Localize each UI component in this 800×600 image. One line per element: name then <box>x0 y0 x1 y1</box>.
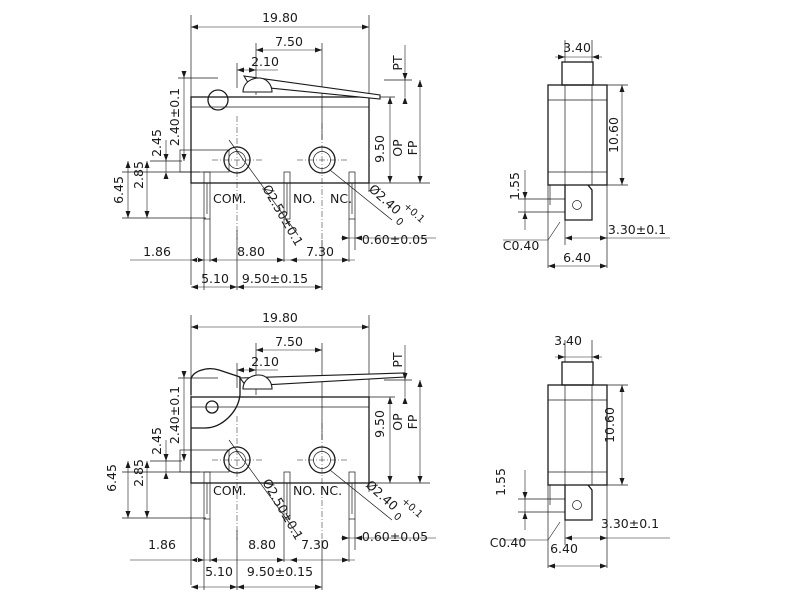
label-fp: FP <box>405 140 420 155</box>
label-op: OP <box>390 413 405 431</box>
dim-hole-dia-no: Ø2.40 <box>366 181 404 217</box>
terminal-no-label: NO. <box>293 191 316 206</box>
hinge-pivot <box>205 400 219 414</box>
dim-left-margin: 1.86 <box>148 537 176 552</box>
actuator-cap <box>242 77 273 93</box>
dim-hole-tol-upper: +0.1 <box>399 496 424 520</box>
terminal-nc-label: NC. <box>330 191 352 206</box>
dim-chamfer: C0.40 <box>503 238 540 253</box>
dim-term-width: 3.30±0.1 <box>601 516 659 531</box>
label-pt: PT <box>390 55 405 71</box>
terminal-no-label: NO. <box>293 483 316 498</box>
dim-term-spacing: 8.80 <box>237 244 265 259</box>
dim-left-margin: 1.86 <box>143 244 171 259</box>
dim-term-thickness: 0.60±0.05 <box>362 232 428 247</box>
dim-actuator-pos: 2.10 <box>251 354 279 369</box>
dim-hole-bottom: 2.85 <box>131 459 146 487</box>
dim-com-offset: 5.10 <box>201 271 229 286</box>
terminal-com-label: COM. <box>213 483 246 498</box>
dim-hole-tol-upper: +0.1 <box>401 201 426 225</box>
dim-actuator-ref: 7.50 <box>275 334 303 349</box>
label-op: OP <box>390 139 405 157</box>
dim-hole-dia-no: Ø2.40 <box>363 477 401 513</box>
terminal-com-label: COM. <box>213 191 246 206</box>
dim-top-width: 3.40 <box>563 40 591 55</box>
dim-hole-tol-lower: 0 <box>391 511 403 523</box>
dim-actuator-pos: 2.10 <box>251 54 279 69</box>
front-view: 19.80 7.50 2.10 PT OP FP 9.50 2.40±0.1 2… <box>104 310 437 591</box>
dim-hole-spacing: 9.50±0.15 <box>242 271 308 286</box>
dim-height: 10.60 <box>606 117 621 153</box>
dim-nc-spacing: 7.30 <box>306 244 334 259</box>
dim-nc-spacing: 7.30 <box>301 537 329 552</box>
drawing-roller-lever: 19.80 7.50 2.10 PT OP FP 9.50 2.40±0.1 2… <box>111 10 671 291</box>
dim-lever-top: 2.40±0.1 <box>167 88 182 146</box>
dim-width: 19.80 <box>262 10 298 25</box>
terminal-nc-label: NC. <box>320 483 342 498</box>
dim-term-height: 1.55 <box>493 468 508 496</box>
dim-top-width: 3.40 <box>554 333 582 348</box>
hinge-hook <box>190 368 241 429</box>
side-view: 3.40 10.60 1.55 C0.40 3.30±0.1 6.40 <box>502 39 671 269</box>
dim-base-width: 6.40 <box>563 250 591 265</box>
dim-op-height: 9.50 <box>372 135 387 163</box>
dim-term-length: 6.45 <box>111 176 126 204</box>
dim-term-length: 6.45 <box>104 464 119 492</box>
drawing-hinge-lever: 19.80 7.50 2.10 PT OP FP 9.50 2.40±0.1 2… <box>104 310 671 591</box>
dim-chamfer: C0.40 <box>490 535 527 550</box>
dim-term-thickness: 0.60±0.05 <box>362 529 428 544</box>
dim-width: 19.80 <box>262 310 298 325</box>
pivot-boss <box>207 89 229 111</box>
side-view: 3.40 10.60 1.55 C0.40 3.30±0.1 6.40 <box>490 333 671 569</box>
dim-term-spacing: 8.80 <box>248 537 276 552</box>
dim-hole-bottom: 2.85 <box>131 161 146 189</box>
dim-actuator-ref: 7.50 <box>275 34 303 49</box>
dim-height: 10.60 <box>602 407 617 443</box>
dim-lever-top: 2.40±0.1 <box>167 386 182 444</box>
dim-hole-spacing: 9.50±0.15 <box>247 564 313 579</box>
front-view: 19.80 7.50 2.10 PT OP FP 9.50 2.40±0.1 2… <box>111 10 437 291</box>
dim-hole-tol-lower: 0 <box>393 216 405 228</box>
dim-term-height: 1.55 <box>507 172 522 200</box>
label-pt: PT <box>390 352 405 368</box>
dim-op-height: 9.50 <box>372 410 387 438</box>
dim-term-width: 3.30±0.1 <box>608 222 666 237</box>
dim-hole-offset: 2.45 <box>149 427 164 455</box>
actuator-cap <box>242 374 273 390</box>
dim-hole-offset: 2.45 <box>149 129 164 157</box>
dim-com-offset: 5.10 <box>205 564 233 579</box>
dim-base-width: 6.40 <box>550 541 578 556</box>
label-fp: FP <box>405 414 420 429</box>
